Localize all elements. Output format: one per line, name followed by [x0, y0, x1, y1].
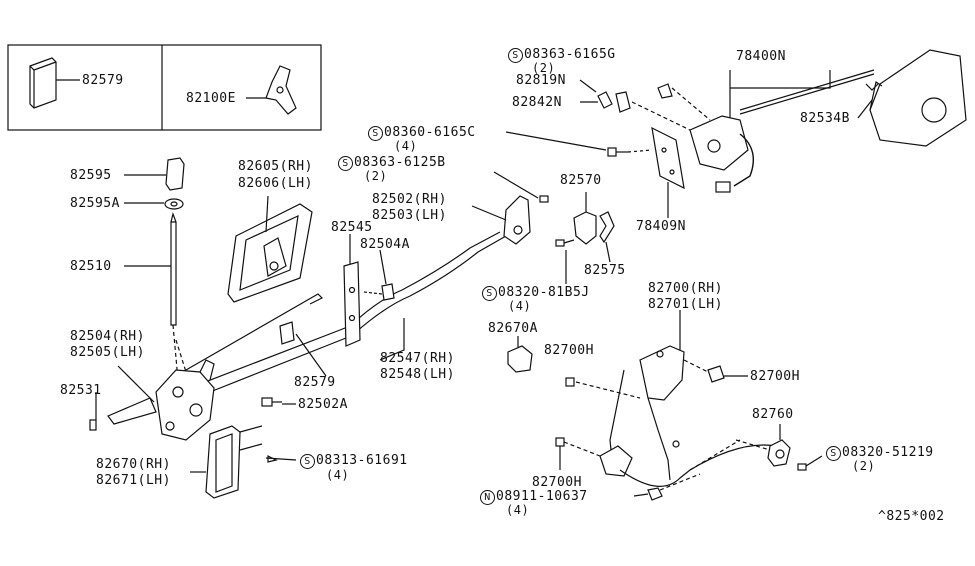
part-number: 08360-6165C [384, 125, 476, 140]
part-number: 08363-6125B [354, 155, 446, 170]
label-82670A: 82670A [488, 321, 538, 336]
screw-symbol: S [368, 126, 383, 141]
label-82701: 82701(LH) [648, 297, 723, 312]
qty-08320-51219: (2) [852, 459, 876, 473]
inset-box [7, 44, 322, 131]
part-82579-pad [279, 321, 295, 345]
label-82505: 82505(LH) [70, 345, 145, 360]
label-82531: 82531 [60, 383, 102, 398]
label-82548: 82548(LH) [380, 367, 455, 382]
label-78400N: 78400N [736, 49, 786, 64]
screw-08360 [607, 147, 628, 157]
part-82502A-screw [261, 397, 282, 407]
part-number: 08320-81B5J [498, 285, 590, 300]
label-82570: 82570 [560, 173, 602, 188]
part-82760-roller [767, 439, 791, 467]
part-82819N-clip [597, 91, 613, 109]
part-82579-block [29, 57, 57, 109]
label-82700H-b: 82700H [750, 369, 800, 384]
part-82605-inner-handle [227, 203, 313, 303]
label-82579-box: 82579 [82, 73, 124, 88]
part-number: 08320-51219 [842, 445, 934, 460]
diagram-id: ^825*002 [878, 509, 945, 524]
part-82595-knob [165, 157, 185, 191]
label-82504A: 82504A [360, 237, 410, 252]
label-82547: 82547(RH) [380, 351, 455, 366]
label-82700H-c: 82700H [532, 475, 582, 490]
part-number: 08313-61691 [316, 453, 408, 468]
part-82670-outside-handle [205, 425, 263, 499]
part-82504A-clip [381, 283, 395, 301]
label-82605: 82605(RH) [238, 159, 313, 174]
screw-08363G [657, 83, 673, 99]
label-78409N: 78409N [636, 219, 686, 234]
label-82534B: 82534B [800, 111, 850, 126]
label-82504: 82504(RH) [70, 329, 145, 344]
part-82504-latch [107, 359, 215, 441]
label-82100E: 82100E [186, 91, 236, 106]
part-82502-bellcrank [503, 195, 531, 245]
part-82595A-grommet [164, 198, 184, 210]
label-82503: 82503(LH) [372, 208, 447, 223]
part-78400N-mirror-housing [869, 49, 967, 147]
screw-symbol: S [826, 446, 841, 461]
qty-08320-81B5J: (4) [508, 299, 532, 313]
label-82606: 82606(LH) [238, 176, 313, 191]
screw-08320-81B5J [555, 239, 575, 247]
part-82575-spring [599, 211, 615, 244]
qty-08313: (4) [326, 468, 350, 482]
label-82502: 82502(RH) [372, 192, 447, 207]
label-82842N: 82842N [512, 95, 562, 110]
part-number: 08363-6165G [524, 47, 616, 62]
label-82575: 82575 [584, 263, 626, 278]
rods [185, 231, 507, 393]
screw-08363B [539, 195, 549, 203]
screw-08320-51219 [797, 463, 807, 471]
part-82510-rod [170, 211, 177, 326]
nut-symbol: N [480, 490, 495, 505]
label-82595A: 82595A [70, 196, 120, 211]
screw-symbol: S [482, 286, 497, 301]
label-82670: 82670(RH) [96, 457, 171, 472]
screw-symbol: S [508, 48, 523, 63]
part-82570-catch [573, 211, 597, 245]
label-82819N: 82819N [516, 73, 566, 88]
screw-symbol: S [338, 156, 353, 171]
label-82671: 82671(LH) [96, 473, 171, 488]
nut-08911 [647, 487, 663, 501]
qty-08363G: (2) [532, 61, 556, 75]
label-82510: 82510 [70, 259, 112, 274]
part-82100E-clip [265, 65, 297, 115]
label-82595: 82595 [70, 168, 112, 183]
screw-82700H-c [555, 437, 565, 447]
label-82545: 82545 [331, 220, 373, 235]
part-78409N-gasket [651, 126, 685, 190]
part-82545-bracket [343, 261, 361, 347]
label-82579: 82579 [294, 375, 336, 390]
qty-08363B: (2) [364, 169, 388, 183]
label-82700: 82700(RH) [648, 281, 723, 296]
part-82700-regulator [599, 345, 777, 487]
part-number: 08911-10637 [496, 489, 588, 504]
screw-symbol: S [300, 454, 315, 469]
part-82670A-bushing [507, 345, 533, 373]
label-82760: 82760 [752, 407, 794, 422]
screw-82700H-b [707, 365, 725, 383]
label-82502A: 82502A [298, 397, 348, 412]
qty-08911: (4) [506, 503, 530, 517]
label-82700H-a: 82700H [544, 343, 594, 358]
part-82842N-pad [615, 91, 631, 113]
part-78400N-actuator [689, 115, 754, 193]
qty-08360: (4) [394, 139, 418, 153]
screw-82700H-a [565, 377, 575, 387]
